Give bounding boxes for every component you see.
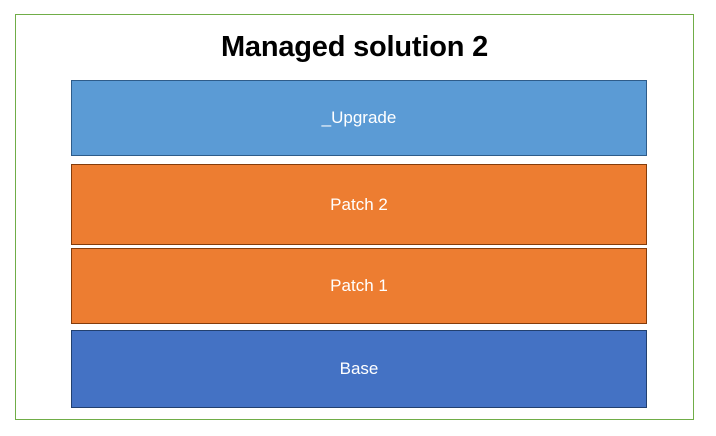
layer-box-upgrade: _Upgrade [71,80,647,156]
layer-label-patch-1: Patch 1 [330,276,388,295]
layer-box-patch-2: Patch 2 [71,164,647,245]
layer-label-base: Base [339,359,379,378]
layer-label-upgrade: _Upgrade [321,108,397,127]
page-title: Managed solution 2 [220,31,489,63]
layer-box-patch-1: Patch 1 [71,248,647,324]
layer-label-patch-2: Patch 2 [330,194,388,214]
layer-box-base: Base [71,330,647,408]
